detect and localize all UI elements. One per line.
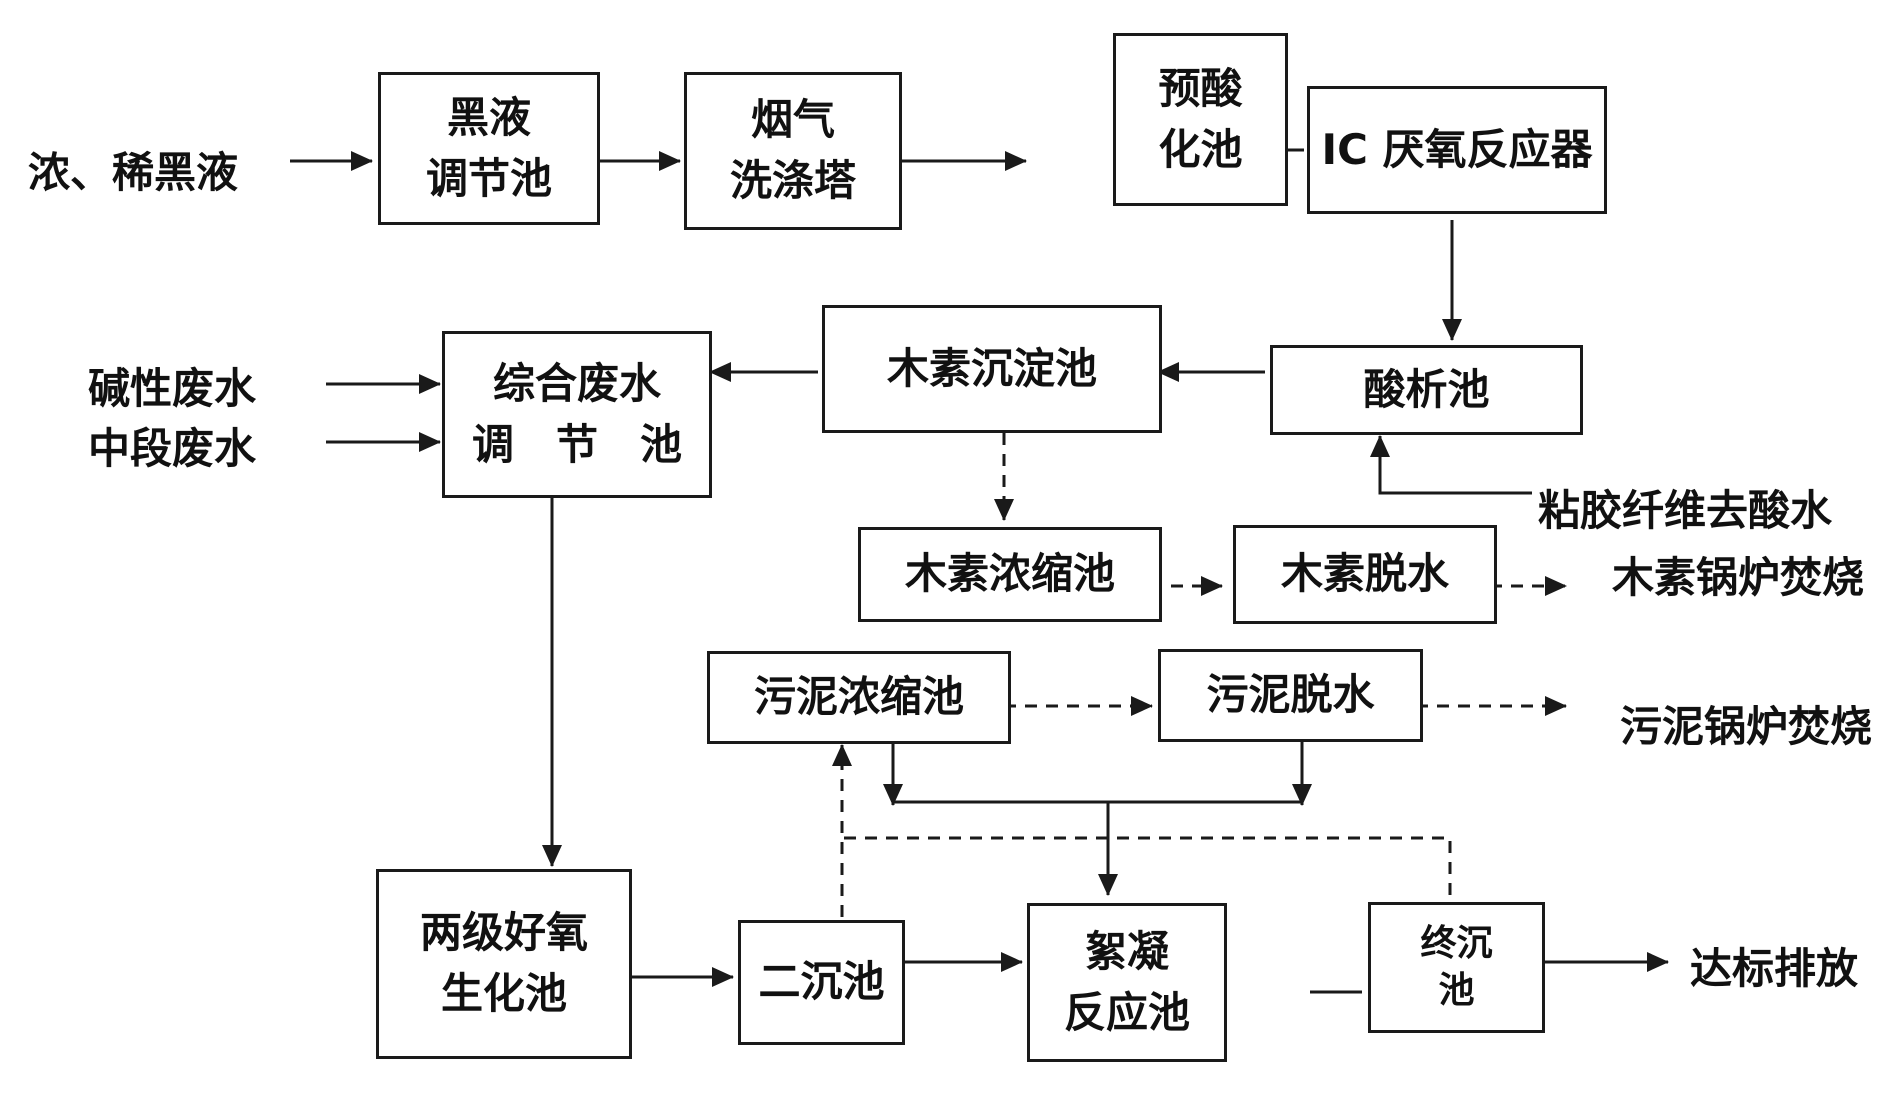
label-jianxing-feishui: 碱性废水 [88,364,257,413]
box-line: 反应池 [1063,987,1190,1037]
musu-tuoshui-box: 木素脱水 [1233,525,1497,624]
box-line: 絮凝 [1084,926,1169,976]
box-line: 池 [1438,969,1475,1011]
wuni-tuoshui-box: 污泥脱水 [1158,649,1423,742]
xuning-box: 絮凝 反应池 [1027,903,1227,1062]
label-dabiao-paifang: 达标排放 [1690,944,1859,993]
label-wuni-guolu: 污泥锅炉焚烧 [1620,702,1873,751]
box-line: 化池 [1158,124,1243,174]
label-musu-guolu: 木素锅炉焚烧 [1612,553,1865,602]
label-nong-xi-heiye: 浓、稀黑液 [28,148,239,197]
box-line: 终沉 [1420,922,1493,964]
box-line: 预酸 [1158,63,1243,113]
box-line: 烟气 [750,95,835,145]
box-line: 酸析池 [1363,364,1490,414]
box-line: IC 厌氧反应器 [1321,124,1593,174]
box-line: 综合废水 [492,358,661,408]
zonghe-box: 综合废水 调 节 池 [442,331,712,498]
box-line: 洗涤塔 [729,156,856,205]
label-zhongduan-feishui: 中段废水 [88,424,257,473]
box-line: 木素沉淀池 [886,343,1097,393]
box-line: 两级好氧 [419,908,588,958]
box-line: 二沉池 [758,957,885,1007]
ic-reactor-box: IC 厌氧反应器 [1307,86,1607,214]
label-nianjiao: 粘胶纤维去酸水 [1538,486,1833,535]
erchen-box: 二沉池 [738,920,905,1045]
box-line: 调 节 池 [471,419,682,469]
yanqi-xidi-box: 烟气 洗涤塔 [684,72,902,230]
zhongchen-box: 终沉 池 [1368,902,1545,1033]
yusuan-box: 预酸 化池 [1113,33,1288,206]
wuni-nongsuo-box: 污泥浓缩池 [707,651,1011,744]
dash-zhongchen-return [842,836,1452,895]
suanxi-box: 酸析池 [1270,345,1583,435]
musu-chendian-box: 木素沉淀池 [822,305,1162,433]
box-line: 木素脱水 [1280,549,1449,599]
box-line: 木素浓缩池 [904,549,1115,599]
haoyang-box: 两级好氧 生化池 [376,869,632,1059]
box-line: 调节池 [425,153,552,203]
heiye-tiaojie-box: 黑液 调节池 [378,72,600,225]
box-line: 污泥浓缩池 [753,672,964,722]
box-line: 黑液 [446,92,531,142]
box-line: 污泥脱水 [1206,670,1375,720]
arrow-nianjiao-to-suanxi [1370,435,1532,495]
box-line: 生化池 [440,969,567,1018]
musu-nongsuo-box: 木素浓缩池 [858,527,1162,622]
